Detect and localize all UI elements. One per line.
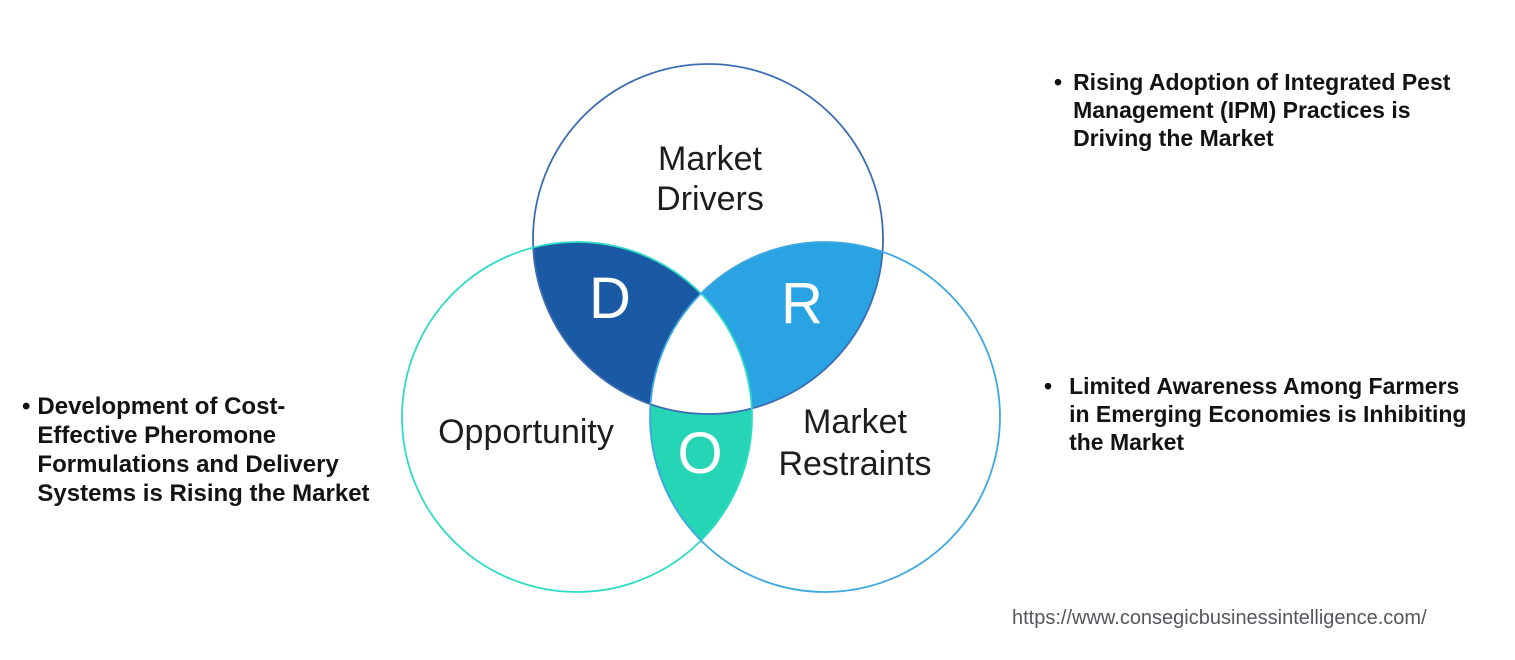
- restraints-bullet-line3: the Market: [1069, 429, 1185, 455]
- letter-d: D: [589, 266, 631, 331]
- restraints-bullet-line1: Limited Awareness Among Farmers: [1069, 373, 1460, 399]
- drivers-bullet-line2: Management (IPM) Practices is: [1073, 97, 1411, 123]
- drivers-circle-outline: [532, 63, 884, 415]
- opportunity-bullet-line1: Development of Cost-: [37, 393, 286, 420]
- letter-r: R: [781, 271, 823, 336]
- opportunity-bullet-line3: Formulations and Delivery: [37, 451, 339, 478]
- opportunity-bullet-text: Development of Cost- Effective Pheromone…: [37, 392, 369, 508]
- bullet-dot-icon: •: [22, 393, 31, 420]
- market-restraints-label: Market Restraints: [755, 401, 955, 485]
- bullet-dot-icon: •: [1044, 373, 1053, 399]
- opportunity-label: Opportunity: [438, 413, 614, 451]
- drivers-bullet-line3: Driving the Market: [1073, 125, 1274, 151]
- market-restraints-label-line1: Market: [803, 403, 907, 441]
- drivers-restraints-overlap-shape: [650, 242, 883, 414]
- drivers-bullet: • Rising Adoption of Integrated Pest Man…: [1054, 68, 1484, 152]
- opportunity-bullet-line2: Effective Pheromone: [37, 422, 277, 449]
- drivers-opportunity-overlap-shape: [533, 242, 752, 414]
- restraints-circle-outline: [649, 241, 1001, 593]
- market-restraints-label-line2: Restraints: [778, 445, 932, 483]
- drivers-bullet-line1: Rising Adoption of Integrated Pest: [1073, 69, 1451, 95]
- opportunity-bullet: • Development of Cost- Effective Pheromo…: [22, 392, 382, 508]
- opportunity-bullet-line4: Systems is Rising the Market: [37, 480, 370, 507]
- market-drivers-label-line2: Drivers: [656, 180, 764, 218]
- letter-o: O: [677, 421, 723, 486]
- restraints-bullet-line2: in Emerging Economies is Inhibiting: [1069, 401, 1467, 427]
- restraints-bullet: • Limited Awareness Among Farmers in Eme…: [1044, 372, 1484, 456]
- market-drivers-label: Market Drivers: [610, 139, 810, 219]
- restraints-bullet-text: Limited Awareness Among Farmers in Emerg…: [1069, 372, 1466, 456]
- source-url: https://www.consegicbusinessintelligence…: [1012, 607, 1427, 629]
- bullet-dot-icon: •: [1054, 69, 1063, 95]
- opportunity-circle-outline: [401, 241, 753, 593]
- drivers-bullet-text: Rising Adoption of Integrated Pest Manag…: [1073, 68, 1450, 152]
- market-drivers-label-line1: Market: [658, 140, 762, 178]
